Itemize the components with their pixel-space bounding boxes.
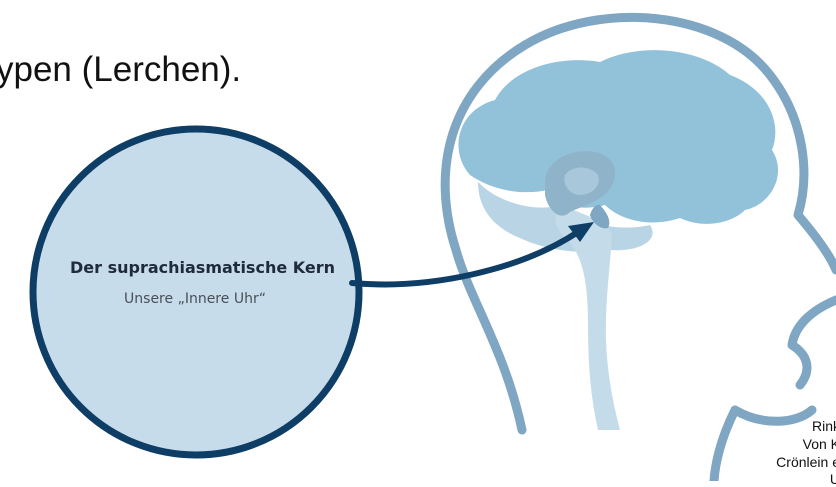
circle-title: Der suprachiasmatische Kern — [70, 258, 320, 277]
credit-line-3: Crönlein e — [700, 454, 836, 470]
credit-line-2: Von K — [700, 436, 836, 452]
cerebrum — [458, 50, 778, 224]
credit-line-4: U — [700, 471, 836, 487]
circle-subtitle: Unsere „Innere Uhr“ — [70, 291, 320, 307]
credit-line-1: Rink — [700, 418, 836, 434]
